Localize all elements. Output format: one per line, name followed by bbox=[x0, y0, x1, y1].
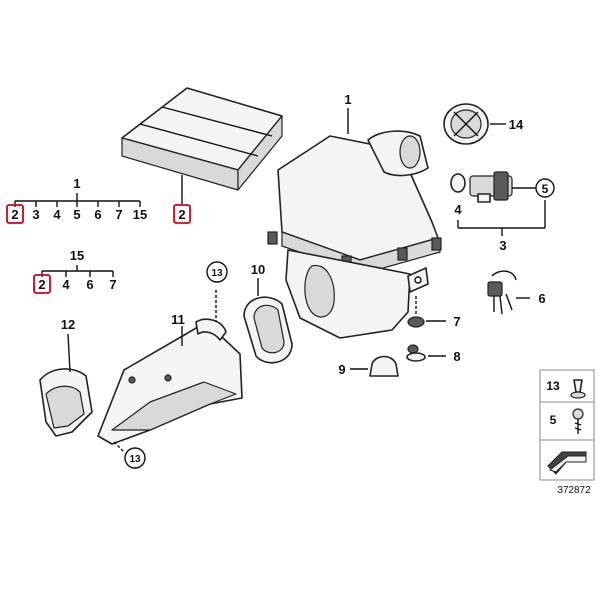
shield-callout-label: 12 bbox=[61, 317, 75, 332]
tree-child-label: 5 bbox=[73, 207, 80, 222]
clip-callout-bottom: 13 bbox=[124, 447, 146, 469]
connector-body bbox=[487, 281, 503, 297]
cap-body bbox=[369, 355, 399, 377]
wiring-connector: 6 bbox=[487, 270, 546, 315]
cover-callout-label: 14 bbox=[509, 117, 524, 132]
sensor-probe bbox=[477, 193, 491, 203]
duct-callout-label: 11 bbox=[171, 312, 185, 327]
tree-child-label: 7 bbox=[115, 207, 122, 222]
grommet-8-callout-label: 8 bbox=[453, 349, 460, 364]
screw-icon-head bbox=[572, 408, 584, 420]
heat-shield: 12 bbox=[39, 317, 93, 437]
diagram-id: 372872 bbox=[557, 485, 591, 496]
cover-cap-rib bbox=[453, 111, 479, 137]
clip-callout-top: 13 bbox=[206, 261, 228, 283]
housing-mount-hole bbox=[414, 276, 422, 284]
highlight-box bbox=[173, 204, 191, 224]
shield-inner bbox=[45, 385, 85, 429]
grommet-body bbox=[407, 316, 425, 328]
sensor-connector-housing bbox=[493, 171, 509, 201]
highlight-box bbox=[6, 204, 24, 224]
sensor-callout-label: 3 bbox=[499, 238, 506, 253]
connector-clip-loop bbox=[491, 270, 517, 281]
shield-leader bbox=[67, 333, 71, 373]
push-clip-base bbox=[570, 391, 586, 399]
intake-duct: 11 bbox=[97, 290, 243, 453]
seal-inner bbox=[253, 304, 285, 354]
tree-child-label: 6 bbox=[94, 207, 101, 222]
duct-mouth bbox=[195, 318, 227, 341]
subtree-child-label: 2 bbox=[38, 277, 45, 292]
filter-callout-label: 2 bbox=[178, 207, 185, 222]
tree-root-label: 1 bbox=[73, 176, 80, 191]
seal-callout-label: 10 bbox=[251, 262, 265, 277]
clip-callout-label: 13 bbox=[129, 454, 141, 465]
cover-cap-part: 14 bbox=[443, 103, 524, 145]
cap-callout-label: 9 bbox=[338, 362, 345, 377]
grommet-top bbox=[407, 344, 419, 354]
air-filter-housing: 1 bbox=[267, 92, 442, 339]
grommet-7-callout-label: 7 bbox=[453, 314, 460, 329]
rubber-grommet-8: 8 bbox=[406, 344, 461, 364]
housing-clip bbox=[267, 231, 278, 245]
legend-item-b-label: 5 bbox=[550, 413, 557, 427]
subtree-root-label: 15 bbox=[70, 248, 84, 263]
rubber-grommet-7: 7 bbox=[407, 296, 461, 329]
duct-hole bbox=[128, 376, 136, 384]
clip-callout-circle bbox=[124, 447, 146, 469]
clip-callout-circle bbox=[206, 261, 228, 283]
duct-hole bbox=[164, 374, 172, 382]
filter-pleat-line bbox=[139, 123, 259, 157]
housing-outlet-port bbox=[304, 264, 335, 318]
parts-tree-main: 1 2 3 4 5 6 7 15 bbox=[6, 176, 147, 224]
subtree-child-label: 6 bbox=[86, 277, 93, 292]
housing-clip bbox=[397, 247, 408, 261]
intake-seal: 10 bbox=[243, 262, 293, 364]
highlight-box bbox=[33, 274, 51, 294]
filter-side-face bbox=[237, 115, 283, 191]
air-filter-element: 2 bbox=[121, 87, 283, 224]
arrow-icon-highlight bbox=[548, 455, 587, 473]
subtree-child-label: 4 bbox=[62, 277, 70, 292]
connector-wire bbox=[505, 293, 513, 311]
screw-callout-circle bbox=[535, 178, 555, 198]
air-flow-sensor: 5 4 3 bbox=[450, 171, 555, 253]
tree-child-label: 4 bbox=[53, 207, 61, 222]
duct-underside bbox=[111, 381, 237, 431]
clip-callout-label: 13 bbox=[211, 268, 223, 279]
rubber-cap-9: 9 bbox=[338, 355, 399, 377]
legend-item-a-label: 13 bbox=[546, 379, 560, 393]
hardware-legend: 13 5 bbox=[539, 369, 595, 481]
screw-callout-label: 5 bbox=[542, 182, 549, 196]
screw-icon-thread bbox=[574, 427, 582, 431]
screw-icon-thread bbox=[574, 422, 582, 426]
push-clip-icon bbox=[573, 379, 583, 393]
tree-child-label: 15 bbox=[133, 207, 147, 222]
subtree-child-label: 7 bbox=[109, 277, 116, 292]
parts-tree-sub: 15 2 4 6 7 bbox=[33, 248, 117, 294]
housing-intake-opening bbox=[399, 135, 421, 169]
housing-callout-label: 1 bbox=[344, 92, 351, 107]
connector-callout-label: 6 bbox=[538, 291, 545, 306]
connector-wire bbox=[499, 295, 503, 315]
tree-child-label: 2 bbox=[11, 207, 18, 222]
filter-pleat-line bbox=[161, 106, 273, 137]
grommet-base bbox=[406, 352, 426, 362]
tree-child-label: 3 bbox=[32, 207, 39, 222]
sensor-oring bbox=[450, 173, 466, 193]
duct-bottom-clip-dash bbox=[113, 441, 125, 453]
sensor-screw-callout-label: 4 bbox=[454, 202, 462, 217]
housing-clip bbox=[431, 237, 442, 251]
